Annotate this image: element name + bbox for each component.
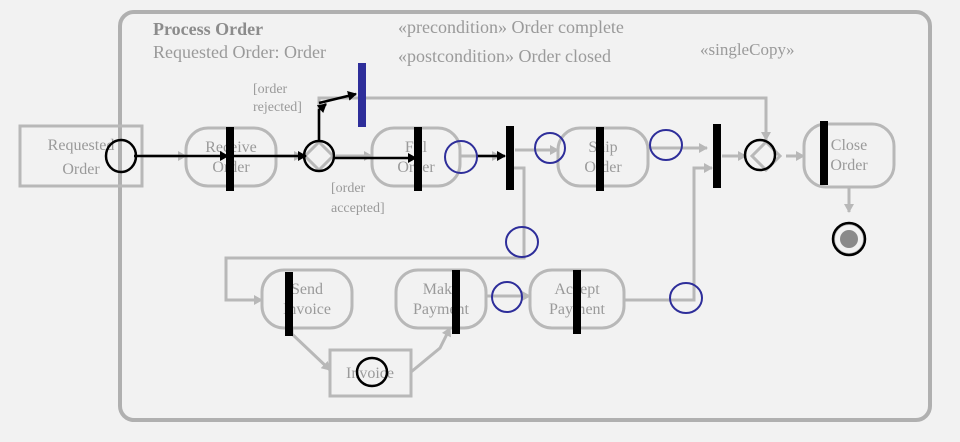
flow-rejected-to-merge xyxy=(317,96,771,141)
close-order-label-line1: Close xyxy=(831,137,867,154)
guard-order-accepted-line1: [order xyxy=(331,181,366,196)
requested-order-label-line1: Requested xyxy=(48,137,115,154)
send-invoice-label-line2: Invoice xyxy=(283,301,331,318)
flow-send-invoice-to-invoice xyxy=(290,328,332,372)
single-copy-label: «singleCopy» xyxy=(700,40,794,59)
fork-bar xyxy=(506,126,514,190)
blue-token-accept-payment-output xyxy=(669,282,703,314)
token-bar-fill-order xyxy=(414,127,422,191)
send-invoice-action xyxy=(260,268,354,330)
requested-order-label-line2: Order xyxy=(62,161,100,178)
flow-fork-to-send-invoice xyxy=(224,166,526,305)
guard-order-rejected-line2: rejected] xyxy=(253,100,302,115)
token-arrow-rejected-path xyxy=(316,103,327,140)
blue-token-ship-output xyxy=(649,129,683,161)
make-payment-label-line2: Payment xyxy=(413,301,470,318)
guard-order-accepted-line2: accepted] xyxy=(331,201,385,216)
blue-token-payment-flow xyxy=(491,281,523,313)
token-bar-close-order xyxy=(820,121,828,185)
activity-title: Process Order xyxy=(153,19,263,39)
token-circle-merge xyxy=(743,138,777,172)
activity-final-inner xyxy=(840,230,858,248)
flow-invoice-to-make-payment xyxy=(410,327,452,374)
activity-frame xyxy=(118,10,932,422)
make-payment-action xyxy=(394,268,488,330)
close-order-action xyxy=(802,122,896,189)
guard-order-rejected-line1: [order xyxy=(253,82,288,97)
make-payment-label-line1: Make xyxy=(423,281,459,298)
token-bar-ship-order xyxy=(596,127,604,191)
precondition-label: «precondition» Order complete xyxy=(398,17,624,37)
token-bar-make-payment xyxy=(452,270,460,334)
invoice-object-node xyxy=(328,348,413,398)
token-circle-requested-order xyxy=(104,138,138,174)
send-invoice-label-line1: Send xyxy=(291,281,323,298)
join-bar xyxy=(713,124,721,188)
close-order-label-line2: Order xyxy=(830,157,868,174)
token-bar-send-invoice xyxy=(285,272,293,336)
blue-token-ship-input xyxy=(534,132,566,164)
token-bar-rejected-branch xyxy=(358,63,366,127)
blue-token-fill-output xyxy=(444,140,478,174)
token-circle-invoice xyxy=(355,356,389,388)
blue-token-invoice-branch xyxy=(505,226,539,258)
token-arrow-rejected-to-bar xyxy=(318,91,357,105)
flow-accept-payment-to-join xyxy=(624,163,713,302)
token-circle-decision xyxy=(302,139,336,173)
token-bar-receive-order xyxy=(226,127,234,191)
postcondition-label: «postcondition» Order closed xyxy=(398,46,611,66)
activity-parameter: Requested Order: Order xyxy=(153,42,326,62)
token-bar-accept-payment xyxy=(573,270,581,334)
token-circle-final xyxy=(831,221,867,257)
